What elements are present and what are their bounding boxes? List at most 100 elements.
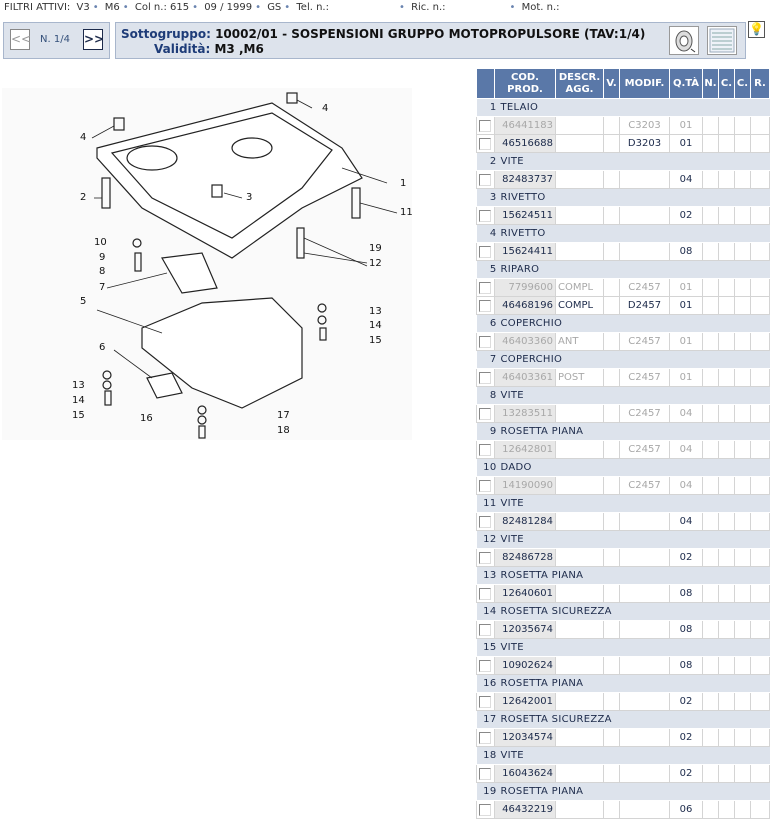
- select-checkbox[interactable]: [479, 443, 491, 456]
- callout-label[interactable]: 10: [94, 237, 107, 248]
- callout-label[interactable]: 15: [72, 410, 85, 421]
- callout-label[interactable]: 14: [369, 320, 382, 331]
- select-checkbox[interactable]: [479, 551, 491, 564]
- callout-label[interactable]: 8: [99, 266, 106, 277]
- select-cell[interactable]: [476, 800, 495, 819]
- callout-label[interactable]: 6: [99, 342, 106, 353]
- select-checkbox[interactable]: [479, 209, 491, 222]
- select-checkbox[interactable]: [479, 623, 491, 636]
- callout-label[interactable]: 14: [72, 395, 85, 406]
- select-cell[interactable]: [476, 692, 495, 711]
- select-checkbox[interactable]: [479, 695, 491, 708]
- select-cell[interactable]: [476, 476, 495, 495]
- callout-label[interactable]: 3: [246, 192, 253, 203]
- callout-label[interactable]: 11: [400, 207, 413, 218]
- select-cell[interactable]: [476, 656, 495, 675]
- exploded-parts-diagram[interactable]: 1 2 3 4 4 5 6 7 8 9 10 11 12 13 14 15 13…: [2, 88, 413, 440]
- callout-label[interactable]: 12: [369, 258, 382, 269]
- product-code[interactable]: 12642801: [494, 440, 556, 459]
- product-code[interactable]: 14190090: [494, 476, 556, 495]
- select-cell[interactable]: [476, 134, 495, 153]
- select-checkbox[interactable]: [479, 281, 491, 294]
- callout-label[interactable]: 1: [400, 178, 407, 189]
- select-checkbox[interactable]: [479, 335, 491, 348]
- product-code[interactable]: 82483737: [494, 170, 556, 189]
- select-checkbox[interactable]: [479, 515, 491, 528]
- callout-label[interactable]: 18: [277, 425, 290, 436]
- product-code[interactable]: 46468196: [494, 296, 556, 315]
- callout-label[interactable]: 13: [369, 306, 382, 317]
- select-cell[interactable]: [476, 728, 495, 747]
- select-checkbox[interactable]: [479, 767, 491, 780]
- select-checkbox[interactable]: [479, 137, 491, 150]
- parts-list-icon[interactable]: [707, 26, 737, 55]
- product-code[interactable]: 7799600: [494, 278, 556, 297]
- select-checkbox[interactable]: [479, 245, 491, 258]
- select-checkbox[interactable]: [479, 299, 491, 312]
- prev-page-button[interactable]: <<: [10, 29, 31, 50]
- select-cell[interactable]: [476, 206, 495, 225]
- wheel-view-icon[interactable]: [669, 26, 699, 55]
- select-cell[interactable]: [476, 170, 495, 189]
- callout-label[interactable]: 2: [80, 192, 87, 203]
- select-cell[interactable]: [476, 278, 495, 297]
- select-cell[interactable]: [476, 548, 495, 567]
- select-cell[interactable]: [476, 584, 495, 603]
- select-checkbox[interactable]: [479, 803, 491, 816]
- product-code[interactable]: 46403361: [494, 368, 556, 387]
- product-code[interactable]: 46403360: [494, 332, 556, 351]
- callout-label[interactable]: 5: [80, 296, 87, 307]
- callout-label[interactable]: 13: [72, 380, 85, 391]
- select-checkbox[interactable]: [479, 587, 491, 600]
- product-code[interactable]: 12035674: [494, 620, 556, 639]
- select-checkbox[interactable]: [479, 659, 491, 672]
- product-code[interactable]: 10902624: [494, 656, 556, 675]
- callout-label[interactable]: 7: [99, 282, 106, 293]
- callout-label[interactable]: 17: [277, 410, 290, 421]
- select-checkbox[interactable]: [479, 371, 491, 384]
- product-code[interactable]: 12640601: [494, 584, 556, 603]
- select-cell[interactable]: [476, 368, 495, 387]
- lightbulb-help-icon[interactable]: 💡: [748, 21, 765, 38]
- callout-label[interactable]: 16: [140, 413, 153, 424]
- product-code[interactable]: 16043624: [494, 764, 556, 783]
- callout-label[interactable]: 9: [99, 252, 106, 263]
- select-cell[interactable]: [476, 242, 495, 261]
- product-code[interactable]: 12034574: [494, 728, 556, 747]
- select-checkbox[interactable]: [479, 731, 491, 744]
- callout-label[interactable]: 4: [322, 103, 329, 114]
- callout-label[interactable]: 15: [369, 335, 382, 346]
- select-cell[interactable]: [476, 620, 495, 639]
- product-code[interactable]: 46432219: [494, 800, 556, 819]
- product-code[interactable]: 46441183: [494, 116, 556, 135]
- select-cell[interactable]: [476, 116, 495, 135]
- callout-label[interactable]: 19: [369, 243, 382, 254]
- select-cell[interactable]: [476, 296, 495, 315]
- select-cell[interactable]: [476, 332, 495, 351]
- product-code[interactable]: 13283511: [494, 404, 556, 423]
- product-code[interactable]: 15624511: [494, 206, 556, 225]
- next-page-button[interactable]: >>: [83, 29, 104, 50]
- product-code[interactable]: 12642001: [494, 692, 556, 711]
- select-cell[interactable]: [476, 764, 495, 783]
- product-code[interactable]: 82481284: [494, 512, 556, 531]
